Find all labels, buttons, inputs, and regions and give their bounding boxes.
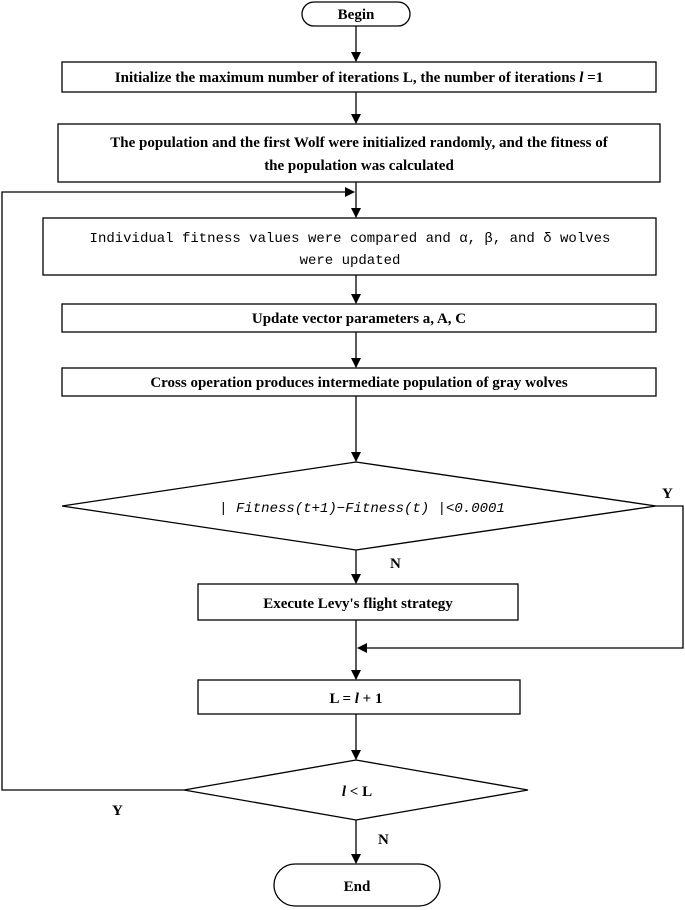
arrow-decision-yes-bypass [357,505,684,653]
cross-operation-node: Cross operation produces intermediate po… [61,367,657,397]
connectors [1,26,684,864]
init-iterations-label: Initialize the maximum number of iterati… [115,70,603,86]
init-population-label-line2: the population was calculated [264,158,454,174]
begin-node: Begin [301,1,411,27]
loop-decision-node: l < L [183,759,529,821]
increment-node: L = l + 1 [197,679,521,715]
begin-label: Begin [338,7,375,23]
init-iterations-node: Initialize the maximum number of iterati… [61,61,657,93]
end-label: End [344,879,371,895]
fitness-no-label: N [390,556,401,572]
compare-fitness-label-line1: Individual fitness values were compared … [90,231,611,247]
fitness-yes-label: Y [662,486,673,502]
init-population-node: The population and the first Wolf were i… [57,123,661,183]
update-params-label: Update vector parameters a, A, C [252,311,466,327]
update-params-node: Update vector parameters a, A, C [61,303,657,333]
init-population-label-line1: The population and the first Wolf were i… [110,135,608,151]
arrow-loop-yes-back [1,187,355,791]
loop-no-label: N [378,832,389,848]
levy-flight-label: Execute Levy's flight strategy [263,596,453,612]
compare-fitness-node: Individual fitness values were compared … [42,217,657,276]
fitness-decision-label: | Fitness(t+1)−Fitness(t) |<0.0001 [219,501,505,517]
end-node: End [273,863,441,907]
increment-label: L = l + 1 [330,691,383,707]
loop-decision-label: l < L [342,784,372,800]
levy-flight-node: Execute Levy's flight strategy [197,583,519,621]
fitness-decision-node: | Fitness(t+1)−Fitness(t) |<0.0001 [61,461,657,551]
cross-operation-label: Cross operation produces intermediate po… [150,375,568,391]
loop-yes-label: Y [112,803,123,819]
compare-fitness-label-line2: were updated [300,253,401,269]
